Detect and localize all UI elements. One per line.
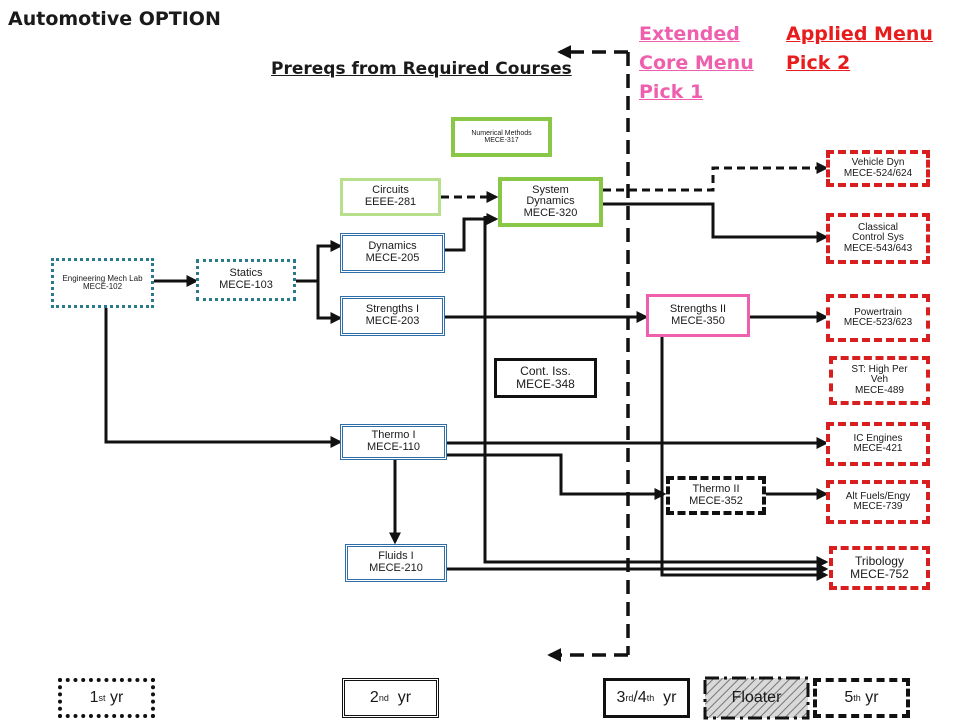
extended-core-menu-heading: Extended Core Menu Pick 1 [639, 23, 754, 103]
legend-floater-box [703, 676, 810, 720]
page-title: Automotive OPTION [8, 8, 221, 30]
arrow-lab-to-thermo1 [104, 308, 343, 448]
applied-menu-heading: Applied Menu Pick 2 [786, 23, 933, 74]
arrow-numerical-to-tribology [483, 216, 829, 568]
arrow-dynamics-to-sysdyn [445, 213, 499, 252]
legend-floater: Floater [731, 689, 782, 706]
prereq-section-title: Prereqs from Required Courses [271, 59, 572, 79]
arrow-sysdyn-to-classical [603, 202, 829, 243]
arrow-statics-to-dynamics [296, 240, 343, 283]
arrow-statics-to-strengths1 [316, 281, 343, 324]
arrow-strengths2-to-tribology [660, 337, 829, 581]
arrow-sysdyn-to-vehicledyn [603, 162, 829, 192]
course-cont-iss: Cont. Iss.MECE-348 [494, 358, 597, 398]
arrow-thermo1-to-thermo2 [447, 453, 667, 500]
